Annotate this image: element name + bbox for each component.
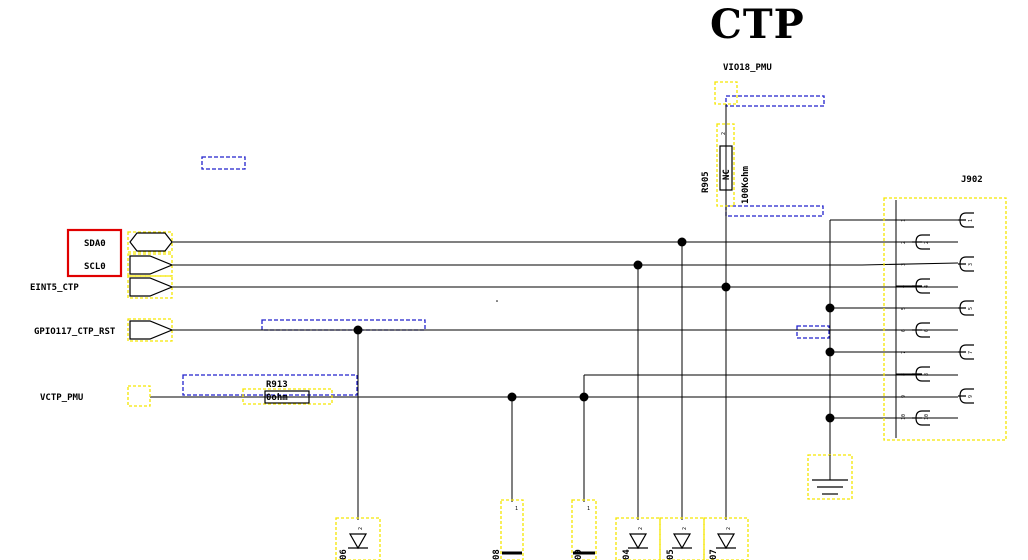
r913-ref: R913	[266, 380, 288, 390]
c909-pin: 1	[587, 506, 590, 512]
net-outline-box	[201, 156, 246, 170]
c908-pin: 1	[515, 506, 518, 512]
ground-icon	[807, 454, 853, 500]
connector-pin-label-inner: 10	[924, 414, 930, 420]
connector-pin-label: 7	[901, 351, 907, 354]
connector-pin-label: 5	[901, 307, 907, 310]
net-label-gpio117: GPIO117_CTP_RST	[34, 327, 116, 337]
d905-ref: 05	[666, 549, 676, 560]
r905-pin-label: 2	[721, 132, 727, 135]
wire-scl0-tail	[861, 262, 959, 266]
d906-pin: 2	[358, 527, 364, 530]
port-scl0-icon[interactable]	[127, 253, 174, 277]
connector-pin-label-inner: 9	[968, 395, 974, 398]
junction-dot	[353, 325, 363, 335]
junction-dot	[825, 347, 835, 357]
net-label-vio18: VIO18_PMU	[723, 63, 772, 73]
connector-pin-label-inner: 6	[924, 329, 930, 332]
net-label-vctp: VCTP_PMU	[40, 393, 83, 403]
connector-pin-label: 8	[901, 373, 907, 376]
net-outline-box	[725, 205, 824, 217]
r913-value: 0ohm	[266, 393, 288, 403]
connector-pin-label-inner: 5	[968, 307, 974, 310]
r905-value-nc: NC	[722, 169, 732, 180]
port-gpio117-icon[interactable]	[127, 318, 174, 342]
net-label-scl0: SCL0	[84, 262, 106, 272]
diode-d907-icon[interactable]	[703, 517, 749, 560]
connector-pin-label: 3	[901, 263, 907, 266]
junction-dot	[825, 413, 835, 423]
net-outline-box	[725, 95, 825, 107]
capacitor-c909-icon[interactable]	[571, 499, 597, 560]
port-eint5-icon[interactable]	[127, 275, 174, 299]
d907-pin: 2	[726, 527, 732, 530]
connector-pin-label: 10	[901, 414, 907, 420]
schematic-title: CTP	[710, 1, 805, 48]
stray-dot	[496, 300, 498, 302]
resistor-r905[interactable]	[716, 123, 735, 207]
connector-pin-label: 2	[901, 241, 907, 244]
net-label-eint5: EINT5_CTP	[30, 283, 79, 293]
connector-pin-label: 9	[901, 395, 907, 398]
connector-j902[interactable]	[883, 197, 1007, 441]
junction-dot	[677, 237, 687, 247]
net-label-sda0: SDA0	[84, 239, 106, 249]
junction-dot	[721, 282, 731, 292]
connector-pin-label-inner: 7	[968, 351, 974, 354]
junction-dot	[825, 303, 835, 313]
connector-ref: J902	[961, 175, 983, 185]
r905-value-alt: 100Kohm	[741, 165, 751, 204]
resistor-r913[interactable]	[242, 388, 333, 405]
d907-ref: 07	[709, 549, 719, 560]
connector-pin-label: 6	[901, 329, 907, 332]
connector-pin-label: 1	[901, 219, 907, 222]
junction-dot	[633, 260, 643, 270]
port-vctp-icon[interactable]	[127, 385, 151, 407]
junction-dot	[507, 392, 517, 402]
selection-highlight	[66, 228, 123, 278]
connector-pin-label-inner: 3	[968, 263, 974, 266]
junction-dot	[579, 392, 589, 402]
connector-pin: 10 10	[896, 410, 930, 426]
connector-pin-label-inner: 1	[968, 219, 974, 222]
d905-pin: 2	[682, 527, 688, 530]
d904-ref: 04	[622, 549, 632, 560]
connector-pin-label: 4	[901, 285, 907, 288]
r905-ref: R905	[701, 171, 711, 193]
c908-ref: 08	[492, 549, 502, 560]
net-outline-box	[182, 374, 358, 396]
net-outline-box	[261, 319, 426, 331]
connector-pin-label-inner: 2	[924, 241, 930, 244]
net-outline-box	[796, 325, 830, 339]
port-sda0-icon[interactable]	[127, 231, 173, 253]
diode-d906-icon[interactable]	[335, 517, 381, 560]
d906-ref: 06	[339, 549, 349, 560]
capacitor-c908-icon[interactable]	[500, 499, 524, 560]
d904-pin: 2	[638, 527, 644, 530]
connector-pin-label-inner: 8	[924, 373, 930, 376]
c909-ref: 09	[574, 549, 584, 560]
connector-pin-label-inner: 4	[924, 285, 930, 288]
port-vio18-icon[interactable]	[714, 81, 738, 105]
